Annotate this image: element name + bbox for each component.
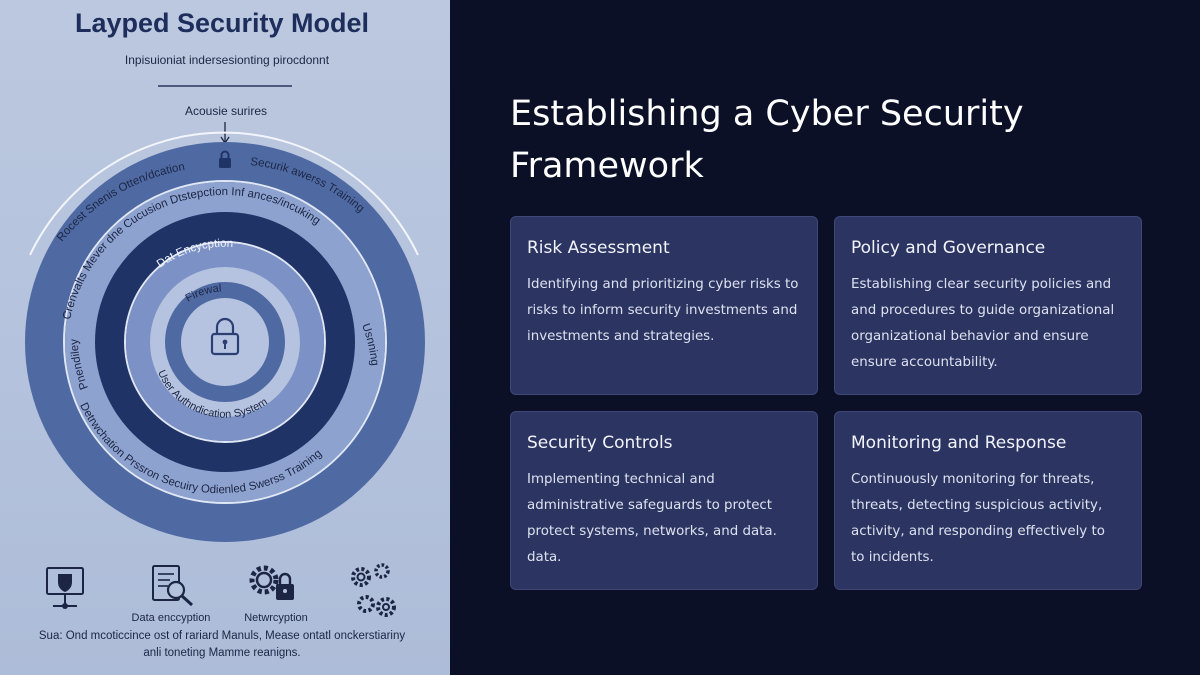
bottom-icon-label-network: Netwrcyption [244, 612, 308, 624]
card-line: investments and strategies. [527, 329, 715, 344]
gear-lock-icon [249, 565, 294, 600]
diagram-title: Layped Security Model [75, 8, 369, 38]
card-line: and procedures to guide organizational [851, 303, 1115, 318]
card-line: Establishing clear security policies and [851, 277, 1112, 292]
card-body: Establishing clear security policies and… [851, 272, 1125, 376]
card-title: Monitoring and Response [851, 433, 1067, 453]
card-line: activity, and responding effectively to [851, 524, 1105, 539]
slide-title: Establishing a Cyber Security Framework [510, 94, 1024, 186]
outer-arc [29, 131, 419, 256]
card-title: Risk Assessment [527, 238, 670, 258]
card-body: Implementing technical and administrativ… [527, 467, 801, 571]
gears-icon [351, 563, 396, 617]
card-title: Security Controls [527, 433, 673, 453]
card-body: Identifying and prioritizing cyber risks… [527, 272, 801, 350]
diagram-subtitle: Inpisuioniat indersesionting pirocdonnt [125, 53, 330, 67]
card-security-controls: Security Controls Implementing technical… [510, 411, 818, 590]
diagram-caption-line2: anli toneting Mamme reanigns. [143, 647, 300, 659]
bottom-icon-label-data-encryption: Data enccyption [132, 612, 211, 624]
slide-panel: Establishing a Cyber Security Framework … [450, 0, 1200, 675]
card-title: Policy and Governance [851, 238, 1046, 258]
card-line: threats, detecting suspicious activity, [851, 498, 1103, 513]
card-monitoring-response: Monitoring and Response Continuously mon… [834, 411, 1142, 590]
card-line: administrative safeguards to protect [527, 498, 773, 513]
center-lock-icon [210, 317, 240, 356]
diagram-canvas: Layped Security Model Inpisuioniat inder… [25, 8, 425, 659]
card-line: risks to inform security investments and [527, 303, 798, 318]
diagram-caption-line1: Sua: Ond mcoticcince ost of rariard Manu… [39, 630, 405, 642]
shield-monitor-icon [46, 567, 84, 609]
card-line: Continuously monitoring for threats, [851, 472, 1095, 487]
card-line: Identifying and prioritizing cyber risks… [527, 277, 799, 292]
card-risk-assessment: Risk Assessment Identifying and prioriti… [510, 216, 818, 395]
ring-divider-2 [124, 241, 326, 443]
ring-divider-1 [63, 180, 387, 504]
card-line: Implementing technical and [527, 472, 715, 487]
document-search-icon [152, 565, 194, 607]
card-line: protect systems, networks, and data. [527, 524, 777, 539]
card-line: to incidents. [851, 550, 934, 565]
top-lock-icon [219, 150, 231, 168]
card-policy-governance: Policy and Governance Establishing clear… [834, 216, 1142, 395]
card-line: data. [527, 550, 562, 565]
diagram-top-label: Acousie surires [185, 104, 267, 118]
card-body: Continuously monitoring for threats, thr… [851, 467, 1125, 571]
layered-security-diagram-panel: Layped Security Model Inpisuioniat inder… [0, 0, 450, 675]
card-line: organizational behavior and ensure [851, 329, 1089, 344]
card-line: ensure accountability. [851, 355, 998, 370]
